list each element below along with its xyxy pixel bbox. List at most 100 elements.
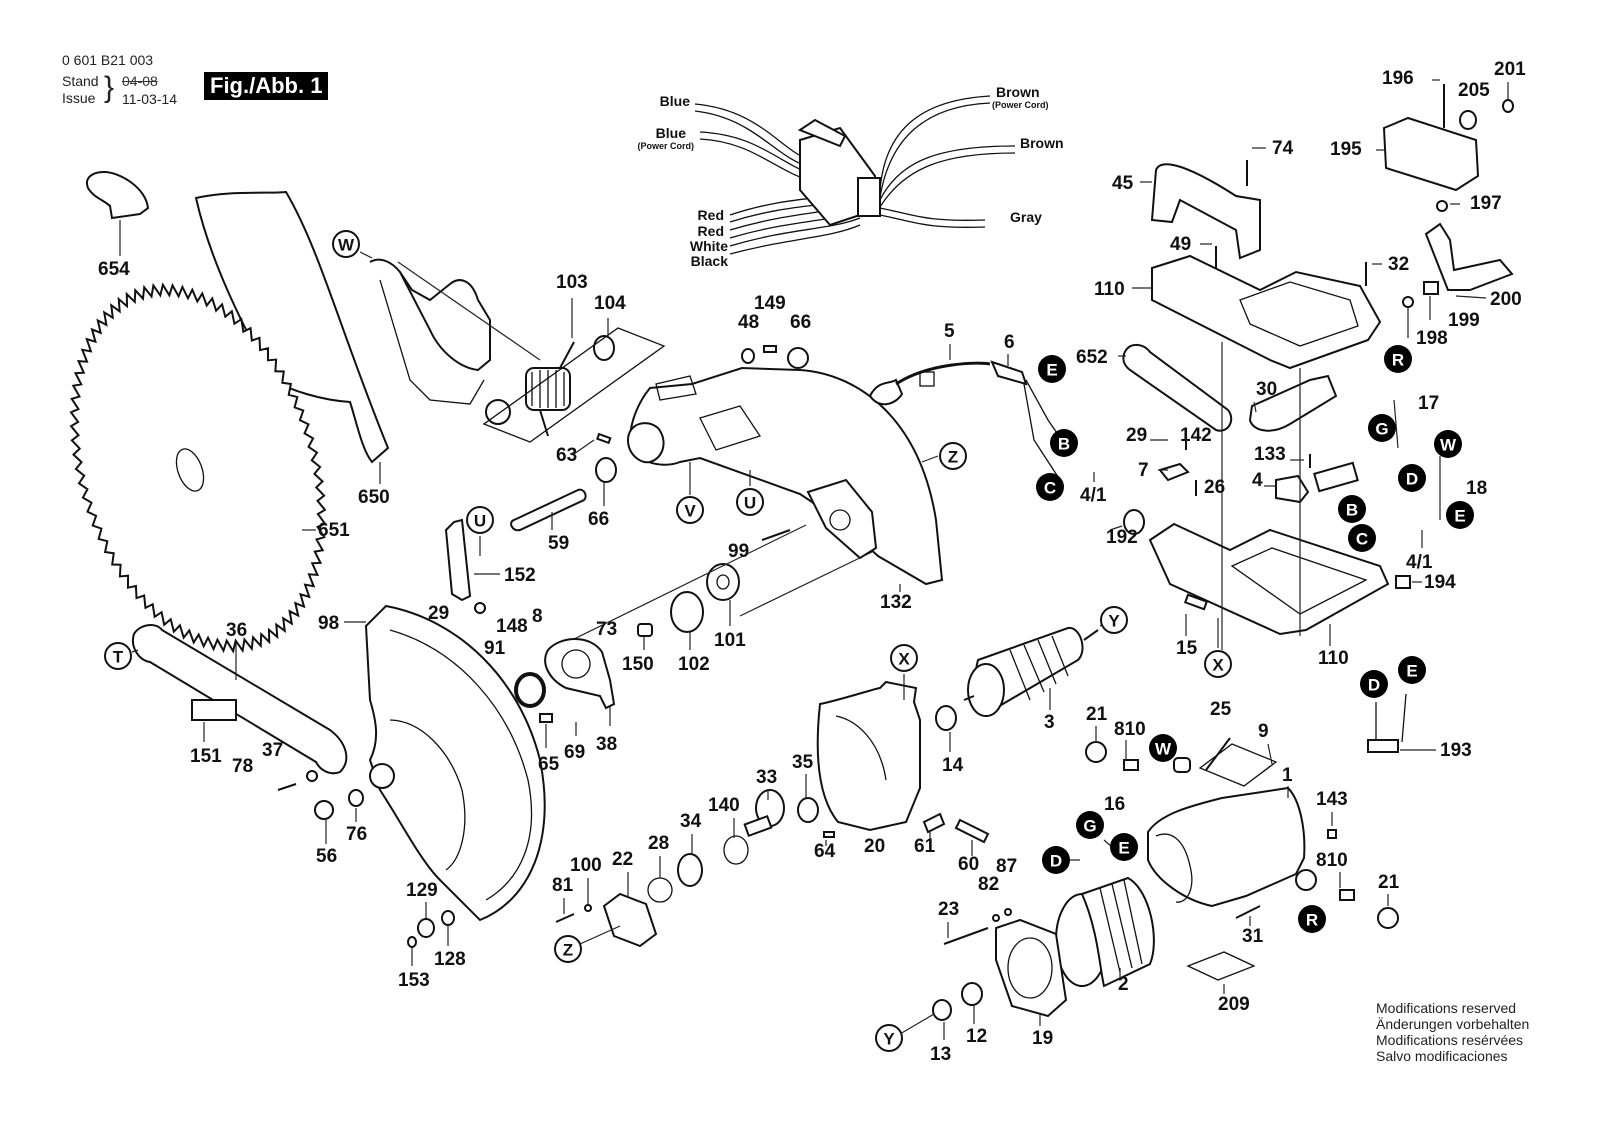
clip-15: [1183, 593, 1209, 611]
wire-ref-marker-e: E: [1398, 656, 1426, 684]
pin-60: [954, 818, 990, 844]
washer-37: [306, 770, 318, 782]
part-callout-14: 14: [942, 755, 964, 776]
wire-ref-marker-w: W: [1434, 430, 1462, 458]
wire-label: Gray: [1010, 209, 1042, 225]
nut-128: [441, 910, 455, 926]
part-callout-650: 650: [358, 487, 390, 508]
part-callout-56: 56: [316, 846, 337, 867]
svg-text:Z: Z: [563, 941, 573, 960]
washer-28: [647, 877, 673, 903]
wire-ref-marker-g: G: [1076, 811, 1104, 839]
ref-marker-v: V: [676, 496, 704, 524]
brace-glyph: }: [104, 71, 115, 104]
part-callout-18: 18: [1466, 478, 1487, 499]
dust-port-elbow: [86, 170, 150, 220]
svg-text:R: R: [1392, 351, 1404, 370]
label-209: [1186, 951, 1256, 981]
svg-text:C: C: [1044, 479, 1056, 498]
svg-text:W: W: [1155, 740, 1172, 759]
part-callout-22: 22: [612, 849, 633, 870]
part-callout-810: 810: [1316, 850, 1348, 871]
part-callout-151: 151: [190, 746, 222, 767]
brush-holder-right: [1295, 869, 1317, 891]
part-callout-31: 31: [1242, 926, 1264, 947]
part-callout-26: 26: [1204, 477, 1225, 498]
part-callout-4-1: 4/1: [1406, 552, 1433, 573]
part-callout-198: 198: [1416, 328, 1448, 349]
svg-text:T: T: [113, 648, 124, 667]
part-callout-194: 194: [1424, 572, 1456, 593]
part-callout-34: 34: [680, 811, 702, 832]
pin-63: [596, 432, 612, 445]
screw-198: [1402, 296, 1414, 308]
screw-149: [763, 345, 777, 353]
part-callout-32: 32: [1388, 254, 1409, 275]
part-number: 0 601 B21 003: [62, 52, 154, 68]
part-callout-110: 110: [1094, 279, 1125, 300]
part-callout-152: 152: [504, 565, 536, 586]
wire-ref-marker-d: D: [1398, 464, 1426, 492]
micro-switch-lever: [797, 118, 847, 148]
part-callout-104: 104: [594, 293, 626, 314]
spring-205: [1459, 110, 1477, 130]
plug-143: [1327, 829, 1337, 839]
cover-194: [1395, 575, 1411, 589]
svg-text:B: B: [1058, 435, 1070, 454]
part-callout-205: 205: [1458, 80, 1490, 101]
part-callout-201: 201: [1494, 59, 1526, 80]
svg-text:B: B: [1346, 501, 1358, 520]
part-callout-209: 209: [1218, 994, 1250, 1015]
carry-handle-45: [1150, 163, 1261, 260]
ring-153: [407, 936, 417, 948]
ref-marker-x: X: [890, 644, 918, 672]
part-callout-153: 153: [398, 970, 430, 991]
ref-marker-w: W: [332, 230, 360, 258]
ref-marker-x: X: [1204, 650, 1232, 678]
wire-label: Black: [691, 253, 729, 269]
wire-ref-marker-d: D: [1360, 670, 1388, 698]
part-callout-82: 82: [978, 874, 999, 895]
part-callout-19: 19: [1032, 1028, 1053, 1049]
wire-label: White: [690, 238, 728, 254]
wire-label: Brown: [1020, 135, 1064, 151]
svg-text:D: D: [1050, 852, 1062, 871]
wire-sublabel: (Power Cord): [637, 141, 694, 151]
power-cord: [868, 360, 1071, 481]
link-arm-36: [132, 624, 348, 775]
wire-ref-marker-e: E: [1038, 355, 1066, 383]
svg-text:E: E: [1454, 507, 1465, 526]
part-callout-4: 4: [1252, 470, 1263, 491]
part-callout-66: 66: [790, 312, 811, 333]
label-9: [1198, 743, 1278, 787]
cap-56: [314, 800, 334, 820]
end-shield-19: [995, 918, 1068, 1018]
carbon-brush-193: [1367, 693, 1407, 753]
wire-label: Red: [698, 223, 724, 239]
guard-pivot-hub: [369, 763, 395, 789]
svg-text:W: W: [1440, 436, 1457, 455]
part-callout-49: 49: [1170, 234, 1191, 255]
screw-31: [1235, 905, 1261, 919]
part-callout-66: 66: [588, 509, 609, 530]
part-callout-17: 17: [1418, 393, 1439, 414]
bearing-14: [935, 705, 957, 731]
wire-label: Red: [698, 207, 724, 223]
part-callout-654: 654: [98, 259, 130, 280]
part-callout-98: 98: [318, 613, 339, 634]
svg-text:W: W: [338, 236, 355, 255]
handle-base-110-top: [1151, 254, 1382, 370]
guard-pivot-boss: [626, 422, 665, 464]
part-callout-28: 28: [648, 833, 669, 854]
part-callout-129: 129: [406, 880, 438, 901]
svg-text:R: R: [1306, 911, 1318, 930]
svg-text:E: E: [1046, 361, 1057, 380]
gear-shaft: [743, 814, 773, 838]
part-callout-196: 196: [1382, 68, 1414, 89]
key-65: [539, 713, 553, 723]
part-callout-99: 99: [728, 541, 749, 562]
bearing-35: [797, 797, 819, 823]
part-callout-91: 91: [484, 638, 506, 659]
